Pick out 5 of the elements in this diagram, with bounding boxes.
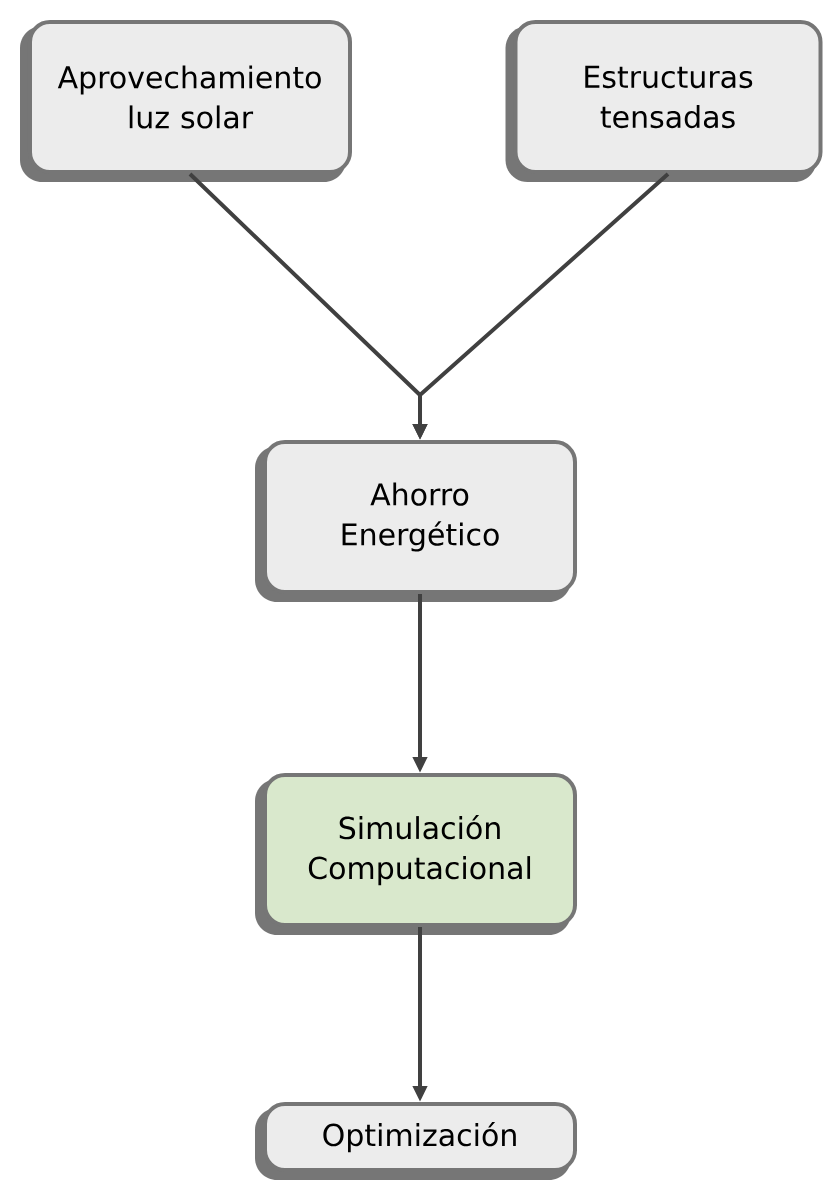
- process-box: Optimización: [255, 1102, 577, 1180]
- process-box: Estructuras tensadas: [505, 20, 823, 182]
- process-box: Ahorro Energético: [255, 440, 577, 602]
- process-box: Aprovechamiento luz solar: [20, 20, 352, 182]
- process-box: Simulación Computacional: [255, 773, 577, 935]
